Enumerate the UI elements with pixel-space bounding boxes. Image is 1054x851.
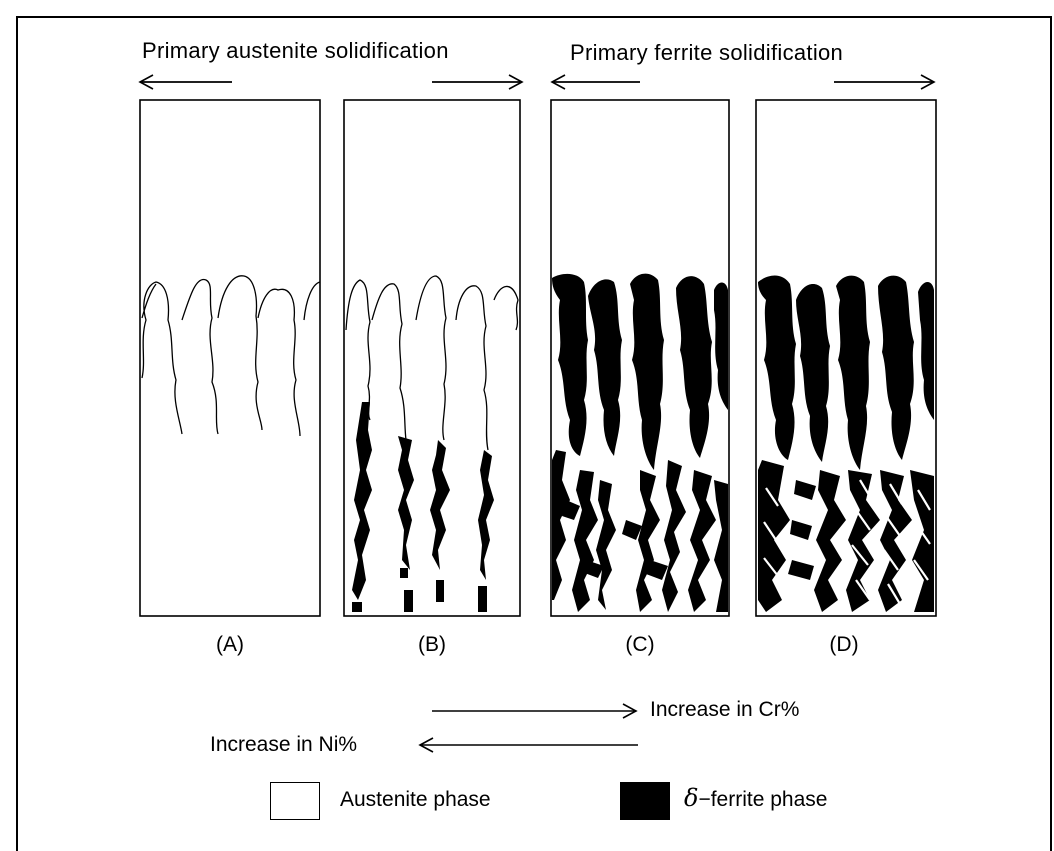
panel-c bbox=[550, 99, 730, 617]
austenite-header: Primary austenite solidification bbox=[142, 38, 449, 63]
panel-label-b: (B) bbox=[418, 633, 446, 656]
panel-a bbox=[139, 99, 321, 617]
trend-arrows bbox=[418, 703, 638, 753]
ferrite-legend-label: δ−ferrite phase bbox=[684, 784, 827, 812]
panel-b-ferrite bbox=[352, 402, 494, 612]
figure-frame bbox=[16, 16, 1052, 851]
panel-label-c: (C) bbox=[625, 633, 655, 656]
cr-trend-label: Increase in Cr% bbox=[650, 698, 800, 721]
panel-d bbox=[755, 99, 937, 617]
ni-trend-label: Increase in Ni% bbox=[210, 733, 358, 756]
austenite-legend-swatch bbox=[270, 782, 320, 820]
panel-label-a: (A) bbox=[216, 633, 244, 656]
panel-label-d: (D) bbox=[829, 633, 859, 656]
ferrite-legend-text: −ferrite phase bbox=[698, 788, 828, 811]
ferrite-header: Primary ferrite solidification bbox=[570, 40, 844, 65]
ferrite-legend-swatch bbox=[620, 782, 670, 820]
delta-symbol: δ bbox=[684, 784, 699, 812]
austenite-legend-label: Austenite phase bbox=[340, 788, 491, 811]
panel-b bbox=[343, 99, 521, 617]
